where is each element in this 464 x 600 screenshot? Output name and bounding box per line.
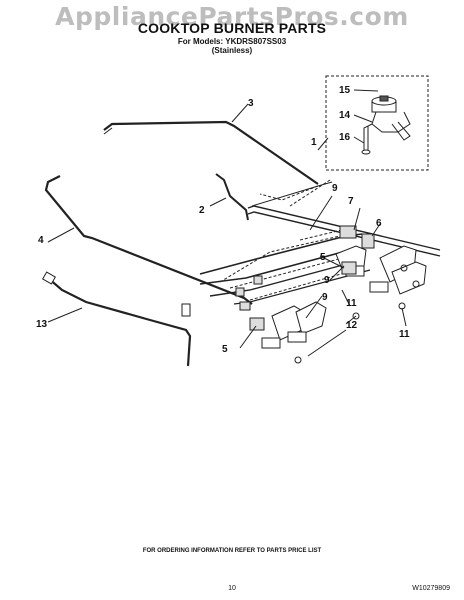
- document-number: W10279809: [412, 585, 450, 592]
- callout-11-left: 11: [346, 298, 357, 309]
- burner-tube-3: [103, 120, 319, 185]
- callout-6: 6: [376, 218, 382, 229]
- burner-bracket-lower-2: [287, 301, 327, 343]
- burner-tube-13: [47, 277, 192, 367]
- watermark: AppliancePartsPros.com: [55, 2, 409, 31]
- page-number: 10: [228, 585, 236, 592]
- valve-6: [361, 233, 375, 249]
- callout-9-lower: 9: [322, 292, 328, 303]
- detail-inset-box: [325, 75, 429, 171]
- valve-5-lower: [249, 317, 265, 331]
- valve-5-upper: [341, 261, 357, 275]
- callout-3: 3: [248, 98, 254, 109]
- callout-16: 16: [339, 132, 351, 143]
- callout-5-lower: 5: [222, 344, 228, 355]
- ordering-note: FOR ORDERING INFORMATION REFER TO PARTS …: [142, 548, 322, 554]
- callout-5-upper: 5: [320, 252, 326, 263]
- orifice-left: [239, 301, 251, 311]
- callout-9-upper: 9: [324, 275, 330, 286]
- callout-1: 1: [311, 137, 317, 148]
- burner-tube-4: [44, 175, 253, 305]
- callout-4: 4: [38, 235, 44, 246]
- callout-11-right: 11: [399, 329, 410, 340]
- valve-detail: [361, 95, 411, 155]
- page-title: COOKTOP BURNER PARTS: [137, 20, 327, 36]
- callout-14: 14: [339, 110, 351, 121]
- models-line: For Models: YKDRS807SS03: [177, 37, 287, 46]
- callout-8: 9: [332, 183, 338, 194]
- callout-7: 7: [348, 196, 354, 207]
- valve-7: [339, 225, 357, 239]
- callout-2: 2: [199, 205, 205, 216]
- callout-13: 13: [36, 319, 48, 330]
- burner-bracket-right-2: [391, 261, 427, 295]
- finish-line: (Stainless): [211, 46, 253, 55]
- callout-15: 15: [339, 85, 351, 96]
- callout-12: 12: [346, 320, 358, 331]
